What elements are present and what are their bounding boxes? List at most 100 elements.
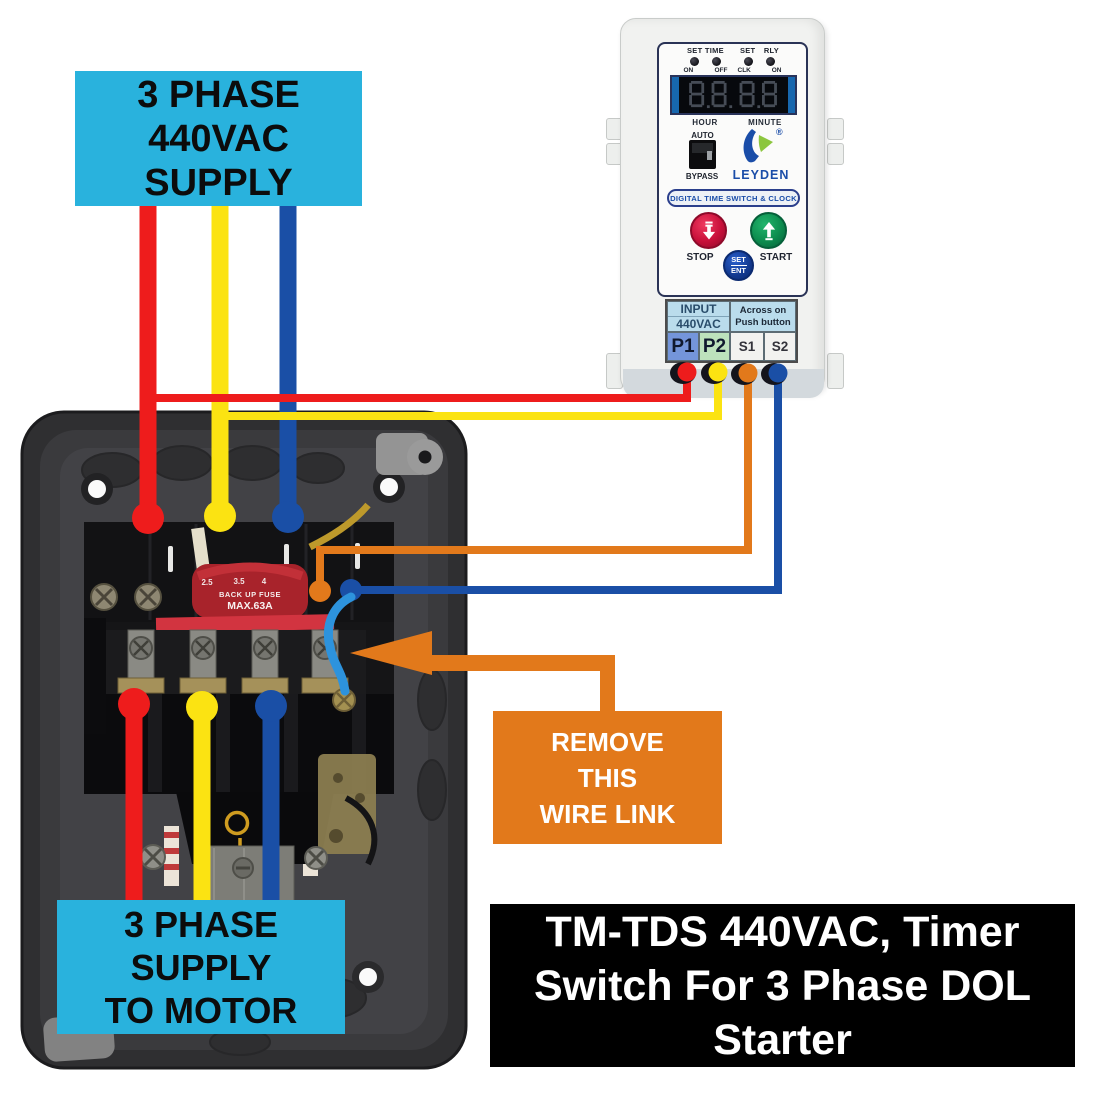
leyden-logo-icon xyxy=(743,129,773,163)
minute-label: MINUTE xyxy=(748,118,782,127)
mustard-photo-wire xyxy=(308,502,371,551)
hour-label: HOUR xyxy=(692,118,718,127)
arrow-connector xyxy=(600,655,615,713)
set-rly-label: SET RLY xyxy=(739,46,780,55)
auto-bypass-switch[interactable] xyxy=(689,140,716,169)
registered-mark: ® xyxy=(776,127,783,137)
terminal-s2: S2 xyxy=(764,332,796,361)
mount-hole-bottom-right xyxy=(352,961,384,993)
indicator-row: SET TIME ON OFF SET RLY xyxy=(659,46,806,82)
on-off-symbol xyxy=(224,810,250,855)
digit xyxy=(711,81,727,108)
blue-wire-link xyxy=(323,592,356,696)
remove-wire-link-callout: REMOVE THIS WIRE LINK xyxy=(493,711,722,844)
auto-label: AUTO xyxy=(691,131,714,140)
brass-plate xyxy=(318,754,376,854)
start-button-label: START xyxy=(759,252,793,263)
motor-line-2: SUPPLY xyxy=(130,946,272,988)
wire-orange-s1 xyxy=(316,374,752,585)
fuse-tick-3: 4 xyxy=(262,577,267,586)
tagline-badge: DIGITAL TIME SWITCH & CLOCK xyxy=(667,189,800,207)
terminal-p2: P2 xyxy=(699,332,730,361)
off-led-label: OFF xyxy=(714,67,728,74)
contactor-lower-body xyxy=(176,792,334,864)
across-header-line2: Push button xyxy=(735,316,791,328)
fuse-label-line1: BACK UP FUSE xyxy=(219,590,281,599)
stop-button-label: STOP xyxy=(686,252,714,263)
mount-ear xyxy=(827,143,844,165)
remove-line-1: REMOVE xyxy=(551,726,664,757)
timer-device: SET TIME ON OFF SET RLY xyxy=(606,14,850,398)
digit xyxy=(688,81,704,108)
diagram-title-box: TM-TDS 440VAC, Timer Switch For 3 Phase … xyxy=(490,904,1075,1067)
up-arrow-icon xyxy=(762,221,775,240)
wire-blue-s2 xyxy=(354,374,782,594)
title-line-1: TM-TDS 440VAC, Timer xyxy=(545,907,1020,956)
left-edge-bar xyxy=(84,618,106,734)
bottom-screws xyxy=(140,844,328,870)
motor-wires xyxy=(118,688,287,934)
top-screws xyxy=(90,583,162,611)
rly-on-led xyxy=(766,57,775,66)
motor-line-1: 3 PHASE xyxy=(123,903,279,945)
timer-front-panel: SET TIME ON OFF SET RLY xyxy=(657,42,808,297)
yellow-supply-terminal-dot xyxy=(204,500,236,532)
striped-insulators xyxy=(164,820,318,886)
contactor-base xyxy=(84,522,394,794)
arrow-head xyxy=(350,631,432,675)
set-time-indicator-group: SET TIME ON OFF xyxy=(679,46,733,82)
down-arrow-icon xyxy=(702,221,715,240)
across-header: Across on Push button xyxy=(730,301,796,332)
clk-led xyxy=(744,57,753,66)
supply-line-2: 440VAC xyxy=(148,117,289,160)
on-led xyxy=(690,57,699,66)
remove-line-2: THIS xyxy=(577,762,638,793)
terminal-p2-label: P2 xyxy=(702,335,727,357)
title-line-3: Starter xyxy=(713,1015,852,1064)
bypass-label: BYPASS xyxy=(685,172,719,181)
blue-supply-terminal-dot xyxy=(272,501,304,533)
supply-line-1: 3 PHASE xyxy=(137,73,300,116)
digit xyxy=(739,81,755,108)
digit xyxy=(761,81,777,108)
start-button[interactable] xyxy=(750,212,787,249)
terminal-p1: P1 xyxy=(667,332,699,361)
contact-posts xyxy=(127,629,339,689)
set-time-label: SET TIME xyxy=(687,46,724,55)
mount-ear xyxy=(827,353,844,389)
fuse-tick-2: 3.5 xyxy=(233,577,245,586)
input-header-line2: 440VAC xyxy=(676,317,721,331)
terminal-s2-label: S2 xyxy=(771,339,789,354)
arrow-shaft xyxy=(426,655,614,671)
link-terminal-screw xyxy=(332,688,356,712)
stop-button[interactable] xyxy=(690,212,727,249)
contactor-lever xyxy=(191,527,210,571)
set-label: SET xyxy=(731,255,746,264)
timer-lower-shell xyxy=(623,369,824,398)
off-led xyxy=(712,57,721,66)
bottom-row xyxy=(84,694,394,794)
mount-hole-top-left xyxy=(81,473,113,505)
yellow-motor-terminal-dot xyxy=(186,691,218,723)
supply-label-box: 3 PHASE 440VAC SUPPLY xyxy=(75,71,362,206)
terminal-block: INPUT 440VAC Across on Push button P1 P2… xyxy=(665,299,798,363)
title-line-2: Switch For 3 Phase DOL xyxy=(534,961,1031,1010)
supply-line-3: SUPPLY xyxy=(144,161,293,204)
fuse-tick-1: 2.5 xyxy=(201,578,213,587)
supply-wires xyxy=(132,196,304,534)
orange-contactor-dot xyxy=(309,580,331,602)
bottom-row-gaps xyxy=(148,694,366,792)
mount-hole-top-right xyxy=(373,471,405,503)
black-photo-wire xyxy=(344,795,378,866)
clk-led-label: CLK xyxy=(737,67,751,74)
set-ent-button[interactable]: SET ENT xyxy=(723,250,754,281)
tagline-text: DIGITAL TIME SWITCH & CLOCK xyxy=(670,193,797,203)
brass-clamps xyxy=(117,677,349,694)
display-digits xyxy=(688,81,777,109)
control-wires xyxy=(152,373,782,696)
red-motor-terminal-dot xyxy=(118,688,150,720)
on-led-label: ON xyxy=(683,67,694,74)
set-rly-indicator-group: SET RLY CLK ON xyxy=(733,46,787,82)
input-header-line1: INPUT xyxy=(668,302,729,317)
